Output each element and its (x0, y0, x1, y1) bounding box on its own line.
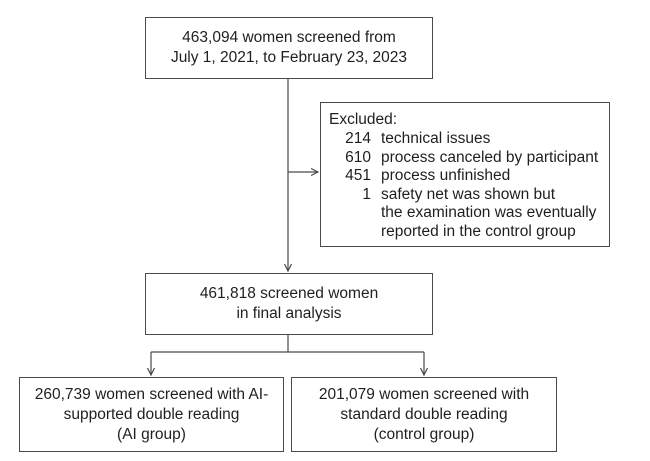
control-group-box: 201,079 women screened with standard dou… (291, 377, 557, 452)
final-analysis-box: 461,818 screened women in final analysis (145, 273, 433, 335)
excluded-count: 610 (345, 148, 371, 166)
screened-line-1: 463,094 women screened from (182, 29, 396, 46)
excluded-reason: reported in the control group (381, 222, 576, 240)
control-group-line-2: standard double reading (340, 405, 508, 423)
excluded-count: 451 (345, 167, 371, 184)
excluded-title: Excluded: (329, 111, 398, 128)
ai-group-box: 260,739 women screened with AI- supporte… (19, 377, 284, 452)
screened-women-box: 463,094 women screened from July 1, 2021… (145, 17, 433, 79)
excluded-item: 214 technical issues (329, 130, 609, 149)
excluded-reason: the examination was eventually (381, 204, 597, 221)
excluded-box: Excluded: 214 technical issues 610 proce… (320, 102, 610, 247)
ai-group-line-3: (AI group) (117, 425, 186, 443)
excluded-item: 1 safety net was shown but the examinati… (329, 186, 609, 242)
control-group-line-3: (control group) (373, 425, 475, 443)
excluded-item: 451 process unfinished (329, 167, 609, 186)
screened-line-2: July 1, 2021, to February 23, 2023 (170, 49, 408, 66)
excluded-reason: process unfinished (381, 167, 511, 184)
excluded-reason: process canceled by participant (381, 148, 599, 166)
ai-group-line-2: supported double reading (63, 405, 240, 423)
final-line-1: 461,818 screened women (199, 285, 379, 302)
excluded-count: 1 (362, 185, 371, 203)
excluded-count: 214 (345, 130, 371, 147)
excluded-reason: safety net was shown but (381, 185, 556, 203)
ai-group-line-1: 260,739 women screened with AI- (34, 385, 269, 403)
final-line-2: in final analysis (236, 305, 342, 322)
control-group-line-1: 201,079 women screened with (318, 385, 530, 403)
excluded-reason: technical issues (381, 130, 491, 147)
excluded-item: 610 process canceled by participant (329, 149, 609, 168)
